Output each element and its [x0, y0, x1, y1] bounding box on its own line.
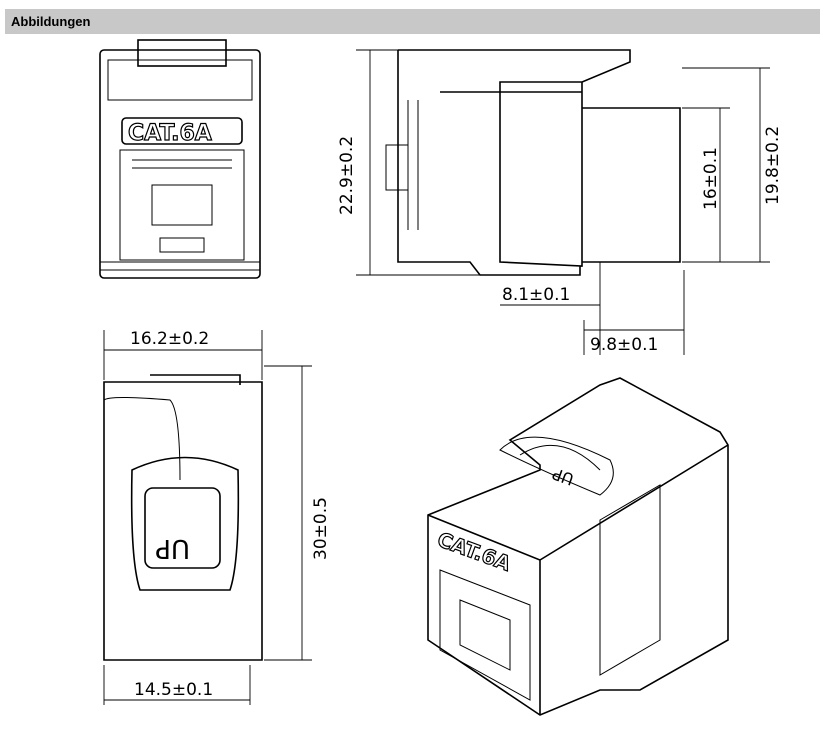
dim-height-body: 19.8±0.2 — [763, 126, 783, 205]
dim-width-bottom: 14.5±0.1 — [134, 680, 213, 700]
dim-depth-a: 8.1±0.1 — [502, 285, 570, 305]
dim-length: 30±0.5 — [311, 497, 331, 560]
dim-depth-b: 9.8±0.1 — [590, 335, 658, 355]
dim-width-top: 16.2±0.2 — [130, 329, 209, 349]
side-view: 22.9±0.2 19.8±0.2 16±0.1 8.1±0.1 9.8±0.1 — [337, 49, 783, 355]
top-up-marking: UP — [155, 533, 190, 563]
dim-height-total: 22.9±0.2 — [337, 136, 357, 215]
front-view: CAT.6A — [99, 39, 261, 279]
front-cat-marking: CAT.6A — [128, 121, 212, 146]
top-view: UP 16.2±0.2 30±0.5 14.5±0.1 — [103, 329, 331, 705]
dim-height-inner: 16±0.1 — [701, 147, 721, 210]
iso-view: UP CAT.6A — [427, 377, 729, 716]
section-title: Abbildungen — [11, 14, 91, 29]
section-header: Abbildungen — [5, 9, 820, 34]
iso-up-marking: UP — [549, 464, 576, 489]
